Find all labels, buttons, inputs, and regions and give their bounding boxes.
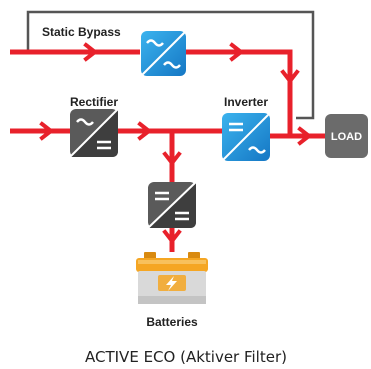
arrow-bypass-out	[229, 42, 245, 62]
inverter-module	[221, 112, 271, 162]
batteries-label: Batteries	[146, 315, 198, 329]
diagram-caption: ACTIVE ECO (Aktiver Filter)	[85, 348, 287, 366]
rectifier-module	[69, 108, 119, 158]
arrow-down-battery	[162, 229, 182, 245]
static-bypass-label: Static Bypass	[42, 25, 121, 39]
static-bypass-module	[140, 30, 187, 77]
ac-in-icon	[146, 39, 164, 47]
arrow-down-bypass	[280, 69, 300, 85]
arrow-bypass-in	[83, 42, 99, 62]
power-flow-lines	[10, 49, 325, 252]
lightning-icon	[166, 276, 177, 291]
arrow-dc-bus	[137, 121, 153, 141]
ac-out-icon	[248, 146, 266, 154]
load-label: LOAD	[331, 131, 362, 143]
flow-arrows	[39, 42, 313, 245]
arrow-to-load	[297, 126, 313, 146]
ac-in-icon	[76, 118, 94, 126]
charger-module	[147, 181, 197, 229]
arrow-down-charger	[162, 151, 182, 167]
arrow-rectifier-in	[39, 121, 55, 141]
ac-out-icon	[163, 61, 181, 69]
inverter-label: Inverter	[224, 95, 268, 109]
rectifier-label: Rectifier	[70, 95, 118, 109]
load-box: LOAD	[325, 114, 368, 158]
battery-icon	[136, 252, 208, 304]
maintenance-bypass-line	[26, 10, 315, 120]
